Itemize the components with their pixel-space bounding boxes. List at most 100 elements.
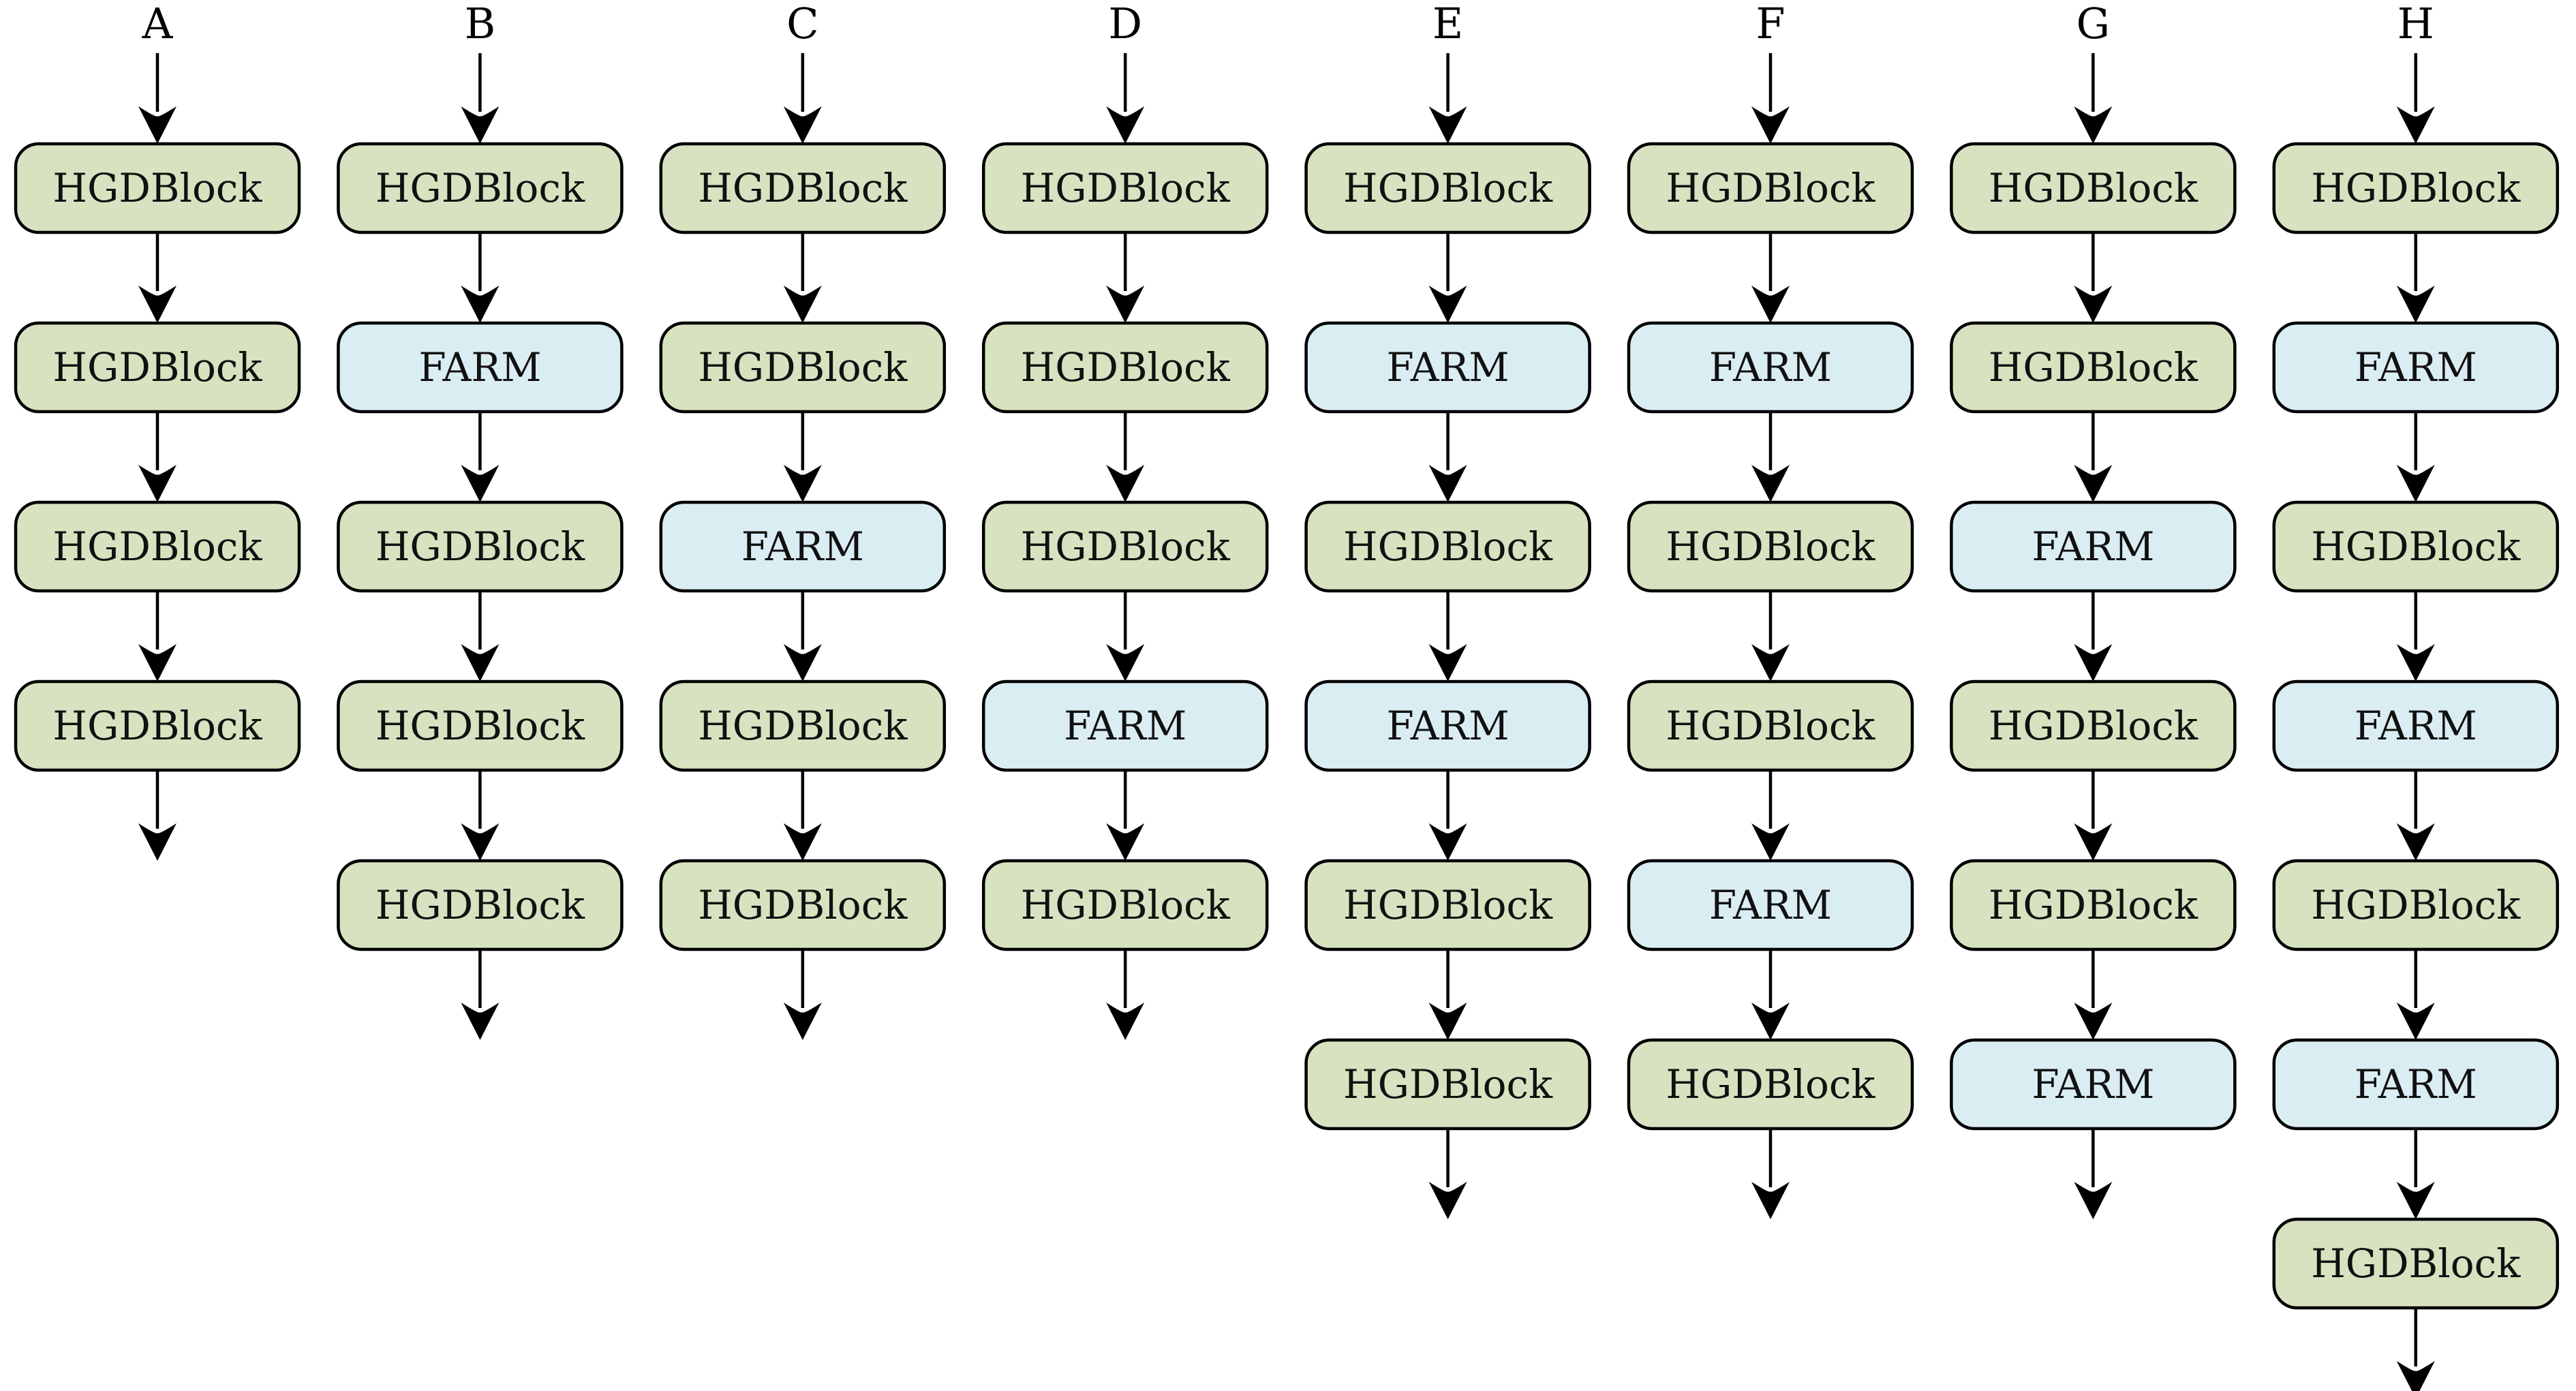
hgd-block: HGDBlock [1950,142,2237,234]
hgd-block: HGDBlock [1627,142,1914,234]
arrowhead-icon [461,1003,500,1040]
hgd-block: HGDBlock [14,142,301,234]
hgd-block: HGDBlock [2272,859,2560,951]
arrowhead-icon [2074,644,2113,682]
connector-arrow [461,770,500,861]
block-label: HGDBlock [2311,523,2521,570]
hgd-block: HGDBlock [2272,500,2560,593]
farm-block: FARM [659,500,947,593]
connector-arrow [138,232,177,323]
input-arrow [1428,53,1467,144]
block-label: HGDBlock [1989,344,2198,391]
arrowhead-icon [1428,823,1467,861]
hgd-block: HGDBlock [1304,859,1591,951]
output-arrow [461,949,500,1040]
arrowhead-icon [461,644,500,682]
variant-column-g: GHGDBlockHGDBlockFARMHGDBlockHGDBlockFAR… [1950,0,2237,1219]
connector-arrow [1428,949,1467,1040]
block-label: FARM [2355,344,2477,391]
arrowhead-icon [1428,286,1467,323]
block-label: FARM [2031,523,2154,570]
arrowhead-icon [2074,1003,2113,1040]
hgd-block: HGDBlock [14,679,301,772]
block-label: HGDBlock [1666,523,1875,570]
hgd-block: HGDBlock [659,142,947,234]
arrowhead-icon [2396,823,2435,861]
block-label: HGDBlock [1343,882,1553,928]
connector-arrow [461,412,500,502]
farm-block: FARM [1627,859,1914,951]
block-label: HGDBlock [1343,165,1553,211]
connector-arrow [2396,1129,2435,1219]
arrowhead-icon [2396,1003,2435,1040]
arrowhead-icon [2074,1182,2113,1219]
arrowhead-icon [1106,106,1145,144]
variant-label: D [1108,0,1142,48]
variant-column-e: EHGDBlockFARMHGDBlockFARMHGDBlockHGDBloc… [1304,0,1591,1219]
input-arrow [783,53,822,144]
hgd-block: HGDBlock [1304,142,1591,234]
block-label: HGDBlock [1343,523,1553,570]
arrowhead-icon [2396,106,2435,144]
farm-block: FARM [2272,1038,2560,1131]
connector-arrow [2074,591,2113,682]
block-label: HGDBlock [1666,1061,1875,1107]
connector-arrow [2396,949,2435,1040]
block-label: FARM [1387,344,1509,391]
arrowhead-icon [461,106,500,144]
connector-arrow [2396,412,2435,502]
connector-arrow [1751,949,1790,1040]
arrowhead-icon [138,286,177,323]
arrowhead-icon [1428,106,1467,144]
hgd-block: HGDBlock [1304,500,1591,593]
arrowhead-icon [1428,465,1467,502]
connector-arrow [2396,591,2435,682]
connector-arrow [1751,232,1790,323]
arrowhead-icon [1106,286,1145,323]
block-label: HGDBlock [698,882,908,928]
hgd-block: HGDBlock [14,321,301,414]
output-arrow [1751,1129,1790,1219]
block-label: FARM [418,344,541,391]
hgd-block: HGDBlock [1950,679,2237,772]
arrowhead-icon [1428,644,1467,682]
arrowhead-icon [1751,106,1790,144]
output-arrow [783,949,822,1040]
block-label: HGDBlock [52,703,262,749]
variant-label: A [142,0,174,48]
arrowhead-icon [1751,286,1790,323]
block-label: FARM [1709,344,1832,391]
variant-label: G [2076,0,2111,48]
hgd-block: HGDBlock [1304,1038,1591,1131]
block-label: HGDBlock [52,344,262,391]
block-label: HGDBlock [52,523,262,570]
block-label: HGDBlock [2311,1240,2521,1287]
connector-arrow [1106,770,1145,861]
connector-arrow [1751,770,1790,861]
block-label: FARM [741,523,864,570]
output-arrow [1106,949,1145,1040]
arrowhead-icon [2396,465,2435,502]
arrowhead-icon [461,286,500,323]
connector-arrow [1428,770,1467,861]
arrowhead-icon [138,106,177,144]
arrowhead-icon [1751,1182,1790,1219]
arrowhead-icon [783,1003,822,1040]
input-arrow [2396,53,2435,144]
arrowhead-icon [461,465,500,502]
hgd-block: HGDBlock [337,142,624,234]
farm-block: FARM [981,679,1269,772]
hgd-block: HGDBlock [14,500,301,593]
arrowhead-icon [1106,823,1145,861]
arrowhead-icon [2074,106,2113,144]
farm-block: FARM [1627,321,1914,414]
block-label: HGDBlock [698,165,908,211]
hgd-block: HGDBlock [1627,1038,1914,1131]
farm-block: FARM [1304,321,1591,414]
farm-block: FARM [1950,1038,2237,1131]
connector-arrow [783,770,822,861]
arrowhead-icon [783,823,822,861]
